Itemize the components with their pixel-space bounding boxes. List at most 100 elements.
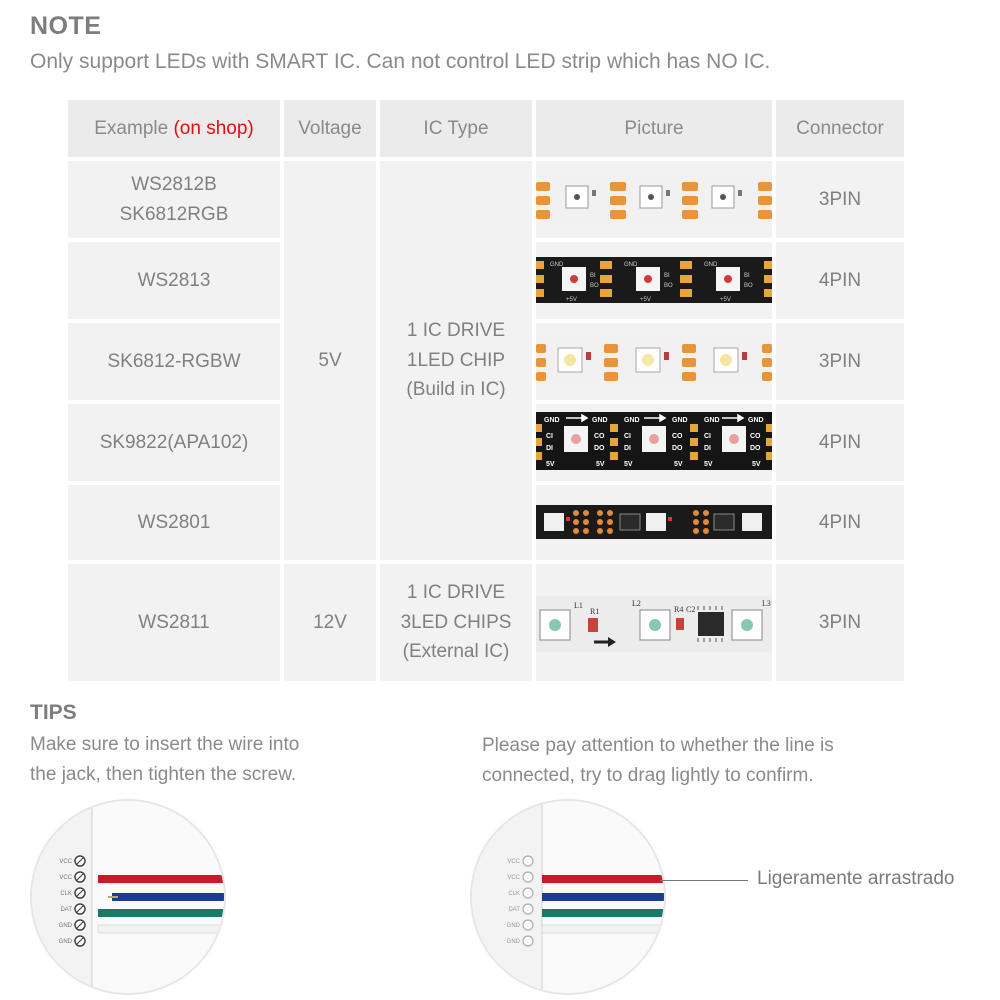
annotation-text: Ligeramente arrastrado xyxy=(757,868,955,889)
connector-4pin: 4PIN xyxy=(776,404,904,481)
strip-text: CI xyxy=(704,433,711,440)
strip-text: GND xyxy=(624,417,640,424)
strip-text: +5V xyxy=(640,297,651,303)
example-sk9822: SK9822(APA102) xyxy=(68,404,280,481)
example-ws2811: WS2811 xyxy=(68,564,280,681)
connector-wiring-image-right: VCC VCC CLK DAT GND GND xyxy=(470,799,666,995)
header-example-label: Example xyxy=(94,117,169,139)
strip-text: CI xyxy=(624,433,631,440)
connector-3pin: 3PIN xyxy=(776,564,904,681)
tip-left-line2: the jack, then tighten the screw. xyxy=(30,764,297,785)
header-ic-type: IC Type xyxy=(380,100,532,157)
header-picture: Picture xyxy=(536,100,772,157)
example-ws2813: WS2813 xyxy=(68,242,280,319)
connector-3pin: 3PIN xyxy=(776,161,904,238)
example-sk6812-rgbw: SK6812-RGBW xyxy=(68,323,280,400)
pin-label: VCC xyxy=(59,875,72,881)
strip-text: BI xyxy=(744,273,750,279)
tip-left-line1: Make sure to insert the wire into xyxy=(30,734,300,755)
connector-3pin: 3PIN xyxy=(776,323,904,400)
example-sk6812rgb: SK6812RGB xyxy=(119,203,229,225)
strip-text: GND xyxy=(544,417,560,424)
pin-label: CLK xyxy=(508,891,520,897)
strip-text: +5V xyxy=(566,297,577,303)
strip-text: GND xyxy=(704,417,720,424)
example-ws2812b: WS2812B xyxy=(131,174,217,196)
strip-text: R4 xyxy=(674,605,683,614)
strip-text: R1 xyxy=(590,607,599,616)
strip-text: +5V xyxy=(720,297,731,303)
strip-text: BO xyxy=(590,283,599,289)
strip-text: 5V xyxy=(596,461,605,468)
connector-4pin: 4PIN xyxy=(776,485,904,560)
annotation-leader-line xyxy=(660,880,748,881)
header-voltage: Voltage xyxy=(284,100,376,157)
ws2812b-strip-image xyxy=(536,176,772,224)
pin-label: GND xyxy=(59,923,73,929)
table-row-example: WS2812B SK6812RGB xyxy=(68,161,280,238)
strip-text: CO xyxy=(594,433,605,440)
pin-label: CLK xyxy=(60,891,72,897)
strip-text: GND xyxy=(672,417,688,424)
strip-text: BO xyxy=(744,283,753,289)
strip-text: L2 xyxy=(632,599,641,608)
voltage-12v: 12V xyxy=(284,564,376,681)
sk9822-strip-image: GND GND CI DI 5V CO DO 5V GND GND CI DI … xyxy=(536,412,772,470)
ic-line2: 3LED CHIPS xyxy=(400,611,512,633)
header-on-shop: (on shop) xyxy=(173,117,254,139)
pin-label: DAT xyxy=(60,907,72,913)
note-title: NOTE xyxy=(30,12,102,40)
strip-text: GND xyxy=(592,417,608,424)
tips-title: TIPS xyxy=(30,701,77,724)
ws2811-strip-image: L1 R1 L2 R4 C2 L3 xyxy=(536,596,772,652)
voltage-5v: 5V xyxy=(284,161,376,560)
strip-text: 5V xyxy=(546,461,555,468)
header-example: Example (on shop) xyxy=(68,100,280,157)
strip-text: GND xyxy=(624,262,638,268)
tip-left: Make sure to insert the wire into the ja… xyxy=(30,730,430,790)
ic-type-external: 1 IC DRIVE 3LED CHIPS (External IC) xyxy=(380,564,532,681)
pin-label: GND xyxy=(59,939,73,945)
tip-right-line1: Please pay attention to whether the line… xyxy=(482,735,834,756)
ic-line1: 1 IC DRIVE xyxy=(406,320,506,342)
strip-text: 5V xyxy=(624,461,633,468)
strip-text: CO xyxy=(750,433,761,440)
header-connector: Connector xyxy=(776,100,904,157)
ws2813-strip-image: GND BI BO +5V GND BI BO +5V GND BI BO +5… xyxy=(536,257,772,303)
strip-text: 5V xyxy=(674,461,683,468)
strip-text: DO xyxy=(672,445,683,452)
strip-text: BO xyxy=(664,283,673,289)
ic-type-build-in: 1 IC DRIVE 1LED CHIP (Build in IC) xyxy=(380,161,532,560)
strip-text: DI xyxy=(704,445,711,452)
pin-label: GND xyxy=(507,923,521,929)
ic-line2: 1LED CHIP xyxy=(406,349,506,371)
note-text: Only support LEDs with SMART IC. Can not… xyxy=(30,50,771,73)
strip-text: 5V xyxy=(704,461,713,468)
sk6812-rgbw-strip-image xyxy=(536,338,772,384)
strip-text: L1 xyxy=(574,601,583,610)
strip-text: CI xyxy=(546,433,553,440)
ic-line1: 1 IC DRIVE xyxy=(406,582,506,604)
strip-text: DI xyxy=(624,445,631,452)
strip-text: BI xyxy=(590,273,596,279)
strip-text: DO xyxy=(594,445,605,452)
ic-line3: (Build in IC) xyxy=(406,379,506,401)
tip-right: Please pay attention to whether the line… xyxy=(482,731,962,791)
strip-text: GND xyxy=(748,417,764,424)
ws2801-strip-image xyxy=(536,505,772,539)
pin-label: VCC xyxy=(507,859,520,865)
strip-text: 5V xyxy=(752,461,761,468)
connector-4pin: 4PIN xyxy=(776,242,904,319)
strip-text: L3 xyxy=(762,599,771,608)
ic-line3: (External IC) xyxy=(402,641,510,663)
example-ws2801: WS2801 xyxy=(68,485,280,560)
strip-text: DO xyxy=(750,445,761,452)
connector-wiring-image-left: VCC VCC CLK DAT GND GND xyxy=(30,799,226,995)
pin-label: VCC xyxy=(507,875,520,881)
strip-text: GND xyxy=(550,262,564,268)
tip-right-line2: connected, try to drag lightly to confir… xyxy=(482,765,814,786)
strip-text: CO xyxy=(672,433,683,440)
pin-label: GND xyxy=(507,939,521,945)
strip-text: DI xyxy=(546,445,553,452)
strip-text: C2 xyxy=(686,605,695,614)
